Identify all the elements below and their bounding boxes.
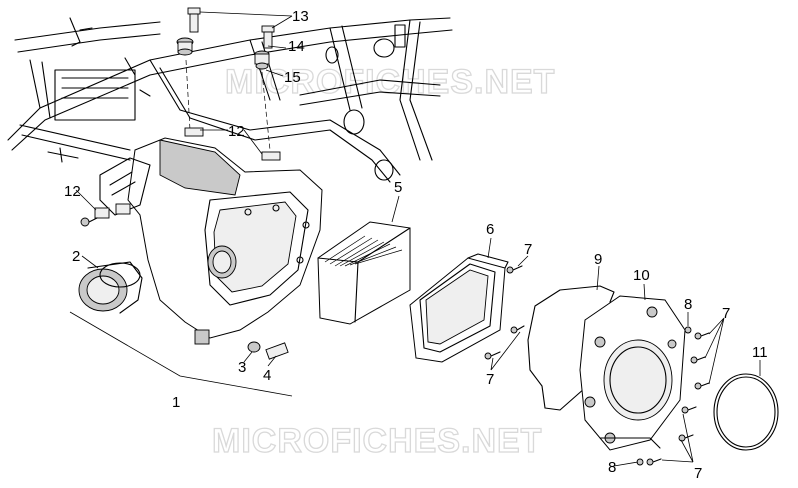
frame-drawing xyxy=(7,17,453,183)
leader-lines xyxy=(69,11,761,467)
callout-7-right: 7 xyxy=(722,305,730,322)
callout-labels: 13 14 15 12 12 2 5 6 7 9 10 8 7 11 3 4 1… xyxy=(64,8,768,482)
callout-7-middle: 7 xyxy=(486,371,494,388)
screw-7-e xyxy=(690,356,706,364)
air-filter-5 xyxy=(317,221,411,325)
bolt-13-right xyxy=(254,25,275,70)
watermark-top: MICROFICHES.NET xyxy=(225,63,555,101)
screw-7-a xyxy=(506,265,523,274)
callout-12-left: 12 xyxy=(64,183,81,200)
callout-1: 1 xyxy=(172,394,180,411)
bolt-13-left xyxy=(176,7,201,56)
callout-2: 2 xyxy=(72,248,80,265)
screw-7-g xyxy=(681,406,697,414)
callout-8-bottom: 8 xyxy=(608,459,616,476)
intake-duct-2 xyxy=(78,261,143,314)
washer-8-a xyxy=(684,326,692,334)
clip-3 xyxy=(247,341,261,353)
watermark-bottom: MICROFICHES.NET xyxy=(212,422,542,460)
callout-5: 5 xyxy=(394,179,402,196)
callout-6: 6 xyxy=(486,221,494,238)
callout-10: 10 xyxy=(633,267,650,284)
o-ring-11 xyxy=(713,373,779,451)
airbox-housing xyxy=(99,127,323,345)
callout-13: 13 xyxy=(292,8,309,25)
callout-9: 9 xyxy=(594,251,602,268)
callout-7-bottom: 7 xyxy=(694,465,702,482)
screw-12-left xyxy=(80,207,110,227)
filter-frame-6 xyxy=(409,253,509,363)
screw-7-f xyxy=(694,382,710,390)
screw-7-b xyxy=(484,351,501,360)
callout-8-top: 8 xyxy=(684,296,692,313)
callout-4: 4 xyxy=(263,367,271,384)
callout-11: 11 xyxy=(752,344,768,361)
screw-7-i xyxy=(646,458,662,466)
callout-12-top: 12 xyxy=(228,123,245,140)
screw-7-c xyxy=(510,325,525,334)
airbox-cover-10 xyxy=(579,295,686,451)
spacer-4 xyxy=(265,342,289,360)
screw-7-d xyxy=(694,332,710,340)
callout-15: 15 xyxy=(284,69,301,86)
callout-14: 14 xyxy=(288,38,305,55)
callout-3: 3 xyxy=(238,359,246,376)
callout-7-top: 7 xyxy=(524,241,532,258)
